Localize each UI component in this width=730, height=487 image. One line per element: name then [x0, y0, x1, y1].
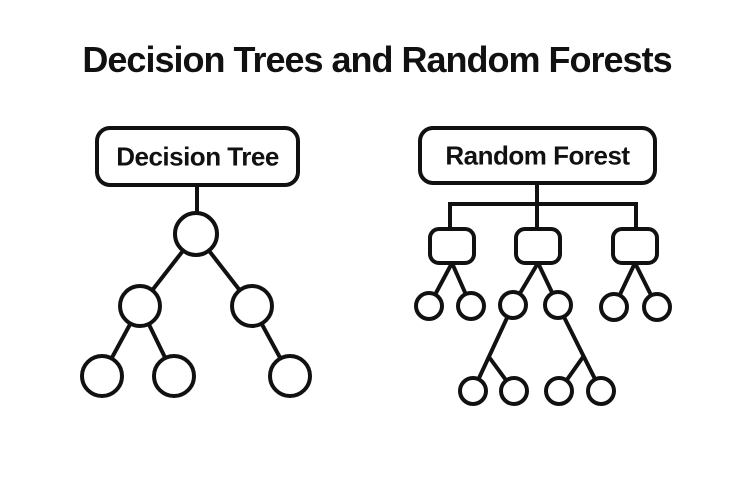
random-forest-edge	[471, 304, 515, 392]
random-forest-node	[544, 376, 574, 406]
random-forest-mini-tree-box	[428, 227, 476, 265]
decision-tree-label-box	[95, 126, 300, 187]
random-forest-node	[599, 292, 629, 322]
decision-tree-node	[230, 284, 274, 328]
decision-tree-label: Decision Tree	[116, 142, 279, 172]
decision-tree-node	[173, 211, 219, 257]
decision-tree-diagram	[80, 126, 312, 398]
random-forest-node	[414, 291, 444, 321]
random-forest-node	[458, 376, 488, 406]
random-forest-node	[543, 290, 573, 320]
page-title: Decision Trees and Random Forests	[82, 39, 672, 80]
decision-tree-node	[80, 354, 124, 398]
random-forest-node	[456, 291, 486, 321]
random-forest-label: Random Forest	[445, 141, 630, 171]
random-forest-mini-tree-box	[514, 227, 562, 265]
labels-layer: Decision Tree Random Forest	[116, 141, 631, 172]
random-forest-edge	[556, 304, 603, 392]
random-forest-label-box	[418, 126, 657, 185]
random-forest-edge	[448, 202, 638, 229]
random-forest-diagram	[414, 126, 672, 406]
decision-tree-node	[268, 354, 312, 398]
random-forest-node	[586, 376, 616, 406]
random-forest-node	[498, 290, 528, 320]
decision-tree-node	[118, 284, 162, 328]
random-forest-node	[499, 376, 529, 406]
decision-tree-node	[152, 354, 196, 398]
random-forest-mini-tree-box	[611, 227, 659, 265]
random-forest-node	[642, 292, 672, 322]
